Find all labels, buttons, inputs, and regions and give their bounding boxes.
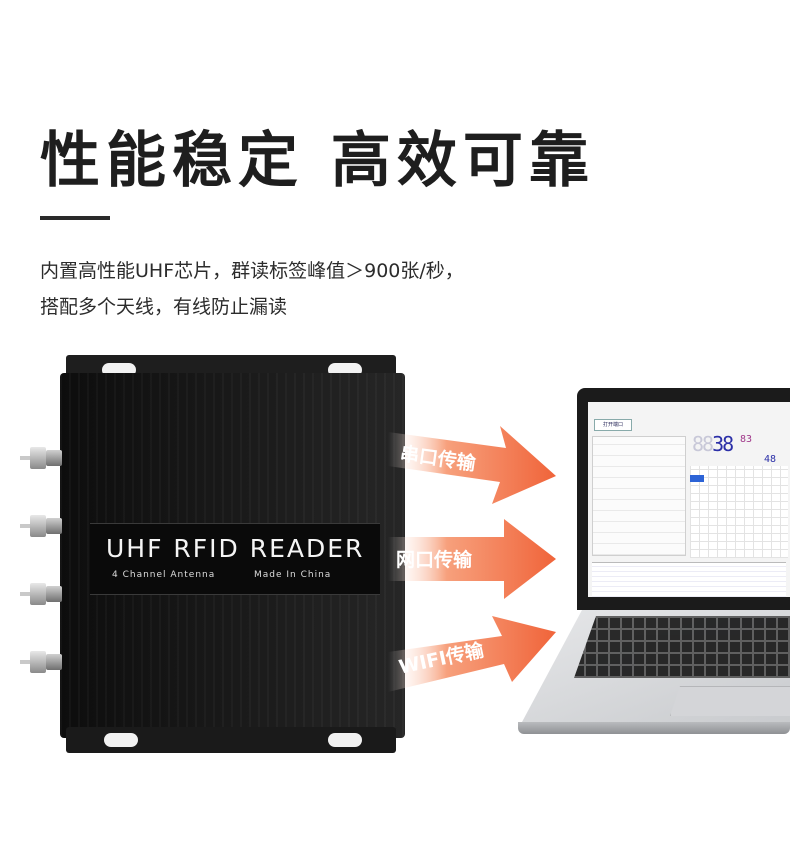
antenna-port-2 (20, 513, 64, 539)
tag-count-display: 8838 (692, 432, 734, 456)
open-port-button[interactable]: 打开端口 (594, 419, 632, 431)
read-rate-counter: 83 (740, 434, 753, 445)
antenna-port-4 (20, 649, 64, 675)
arrow-wifi-shape (388, 616, 556, 692)
arrow-ethernet-label: 网口传输 (396, 549, 473, 571)
tag-data-grid[interactable] (690, 466, 788, 558)
arrow-serial-shape (388, 426, 556, 504)
laptop-screen: 打开端口 8838 83 48 (588, 402, 790, 597)
secondary-counter: 48 (764, 454, 777, 465)
laptop-touchpad (670, 686, 790, 716)
device-channel-label: 4 Channel Antenna (112, 570, 216, 580)
laptop-keyboard (574, 616, 790, 678)
page-headline: 性能稳定 高效可靠 (40, 126, 595, 196)
rfid-reader-device: UHF RFID READER 4 Channel Antenna Made I… (20, 355, 405, 755)
arrow-ethernet-shape (388, 519, 556, 599)
mounting-slot (328, 733, 362, 747)
device-brand-label: UHF RFID READER (106, 534, 365, 563)
device-bottom-flange (66, 727, 396, 753)
headline-underline (40, 216, 110, 220)
settings-pane (592, 436, 686, 556)
log-pane (592, 562, 786, 597)
arrow-wifi: WIFI传输 (388, 608, 558, 700)
antenna-port-1 (20, 445, 64, 471)
device-origin-label: Made In China (254, 570, 332, 580)
laptop-front-edge (518, 722, 790, 734)
mounting-slot (104, 733, 138, 747)
description-line-2: 搭配多个天线，有线防止漏读 (40, 296, 288, 318)
antenna-port-3 (20, 581, 64, 607)
device-label-panel: UHF RFID READER 4 Channel Antenna Made I… (90, 523, 380, 595)
arrow-ethernet: 网口传输 (388, 515, 558, 607)
laptop: 打开端口 8838 83 48 (492, 388, 790, 748)
arrow-serial: 串口传输 (388, 418, 558, 510)
laptop-deck (492, 610, 790, 748)
selected-grid-row[interactable] (690, 475, 704, 482)
description-line-1: 内置高性能UHF芯片，群读标签峰值＞900张/秒， (40, 260, 464, 282)
